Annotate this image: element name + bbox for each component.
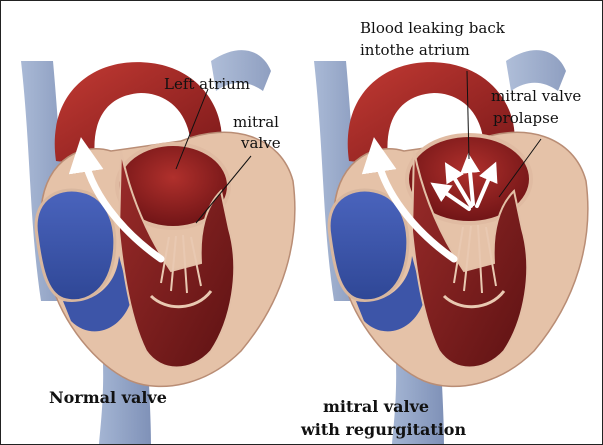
left-heart [21, 50, 295, 444]
label-leak-line1: Blood leaking back [360, 19, 505, 37]
label-mitral-line1: mitral [233, 113, 279, 131]
caption-regurgitation-line2: with regurgitation [301, 421, 466, 439]
label-left-atrium: Left atrium [164, 75, 250, 93]
caption-normal-valve: Normal valve [49, 389, 167, 407]
label-leak-line2: intothe atrium [360, 41, 470, 59]
label-mitral-line2: valve [241, 134, 281, 152]
label-prolapse-line1: mitral valve [491, 87, 581, 105]
label-prolapse-line2: prolapse [493, 109, 559, 127]
caption-regurgitation-line1: mitral valve [323, 398, 429, 416]
